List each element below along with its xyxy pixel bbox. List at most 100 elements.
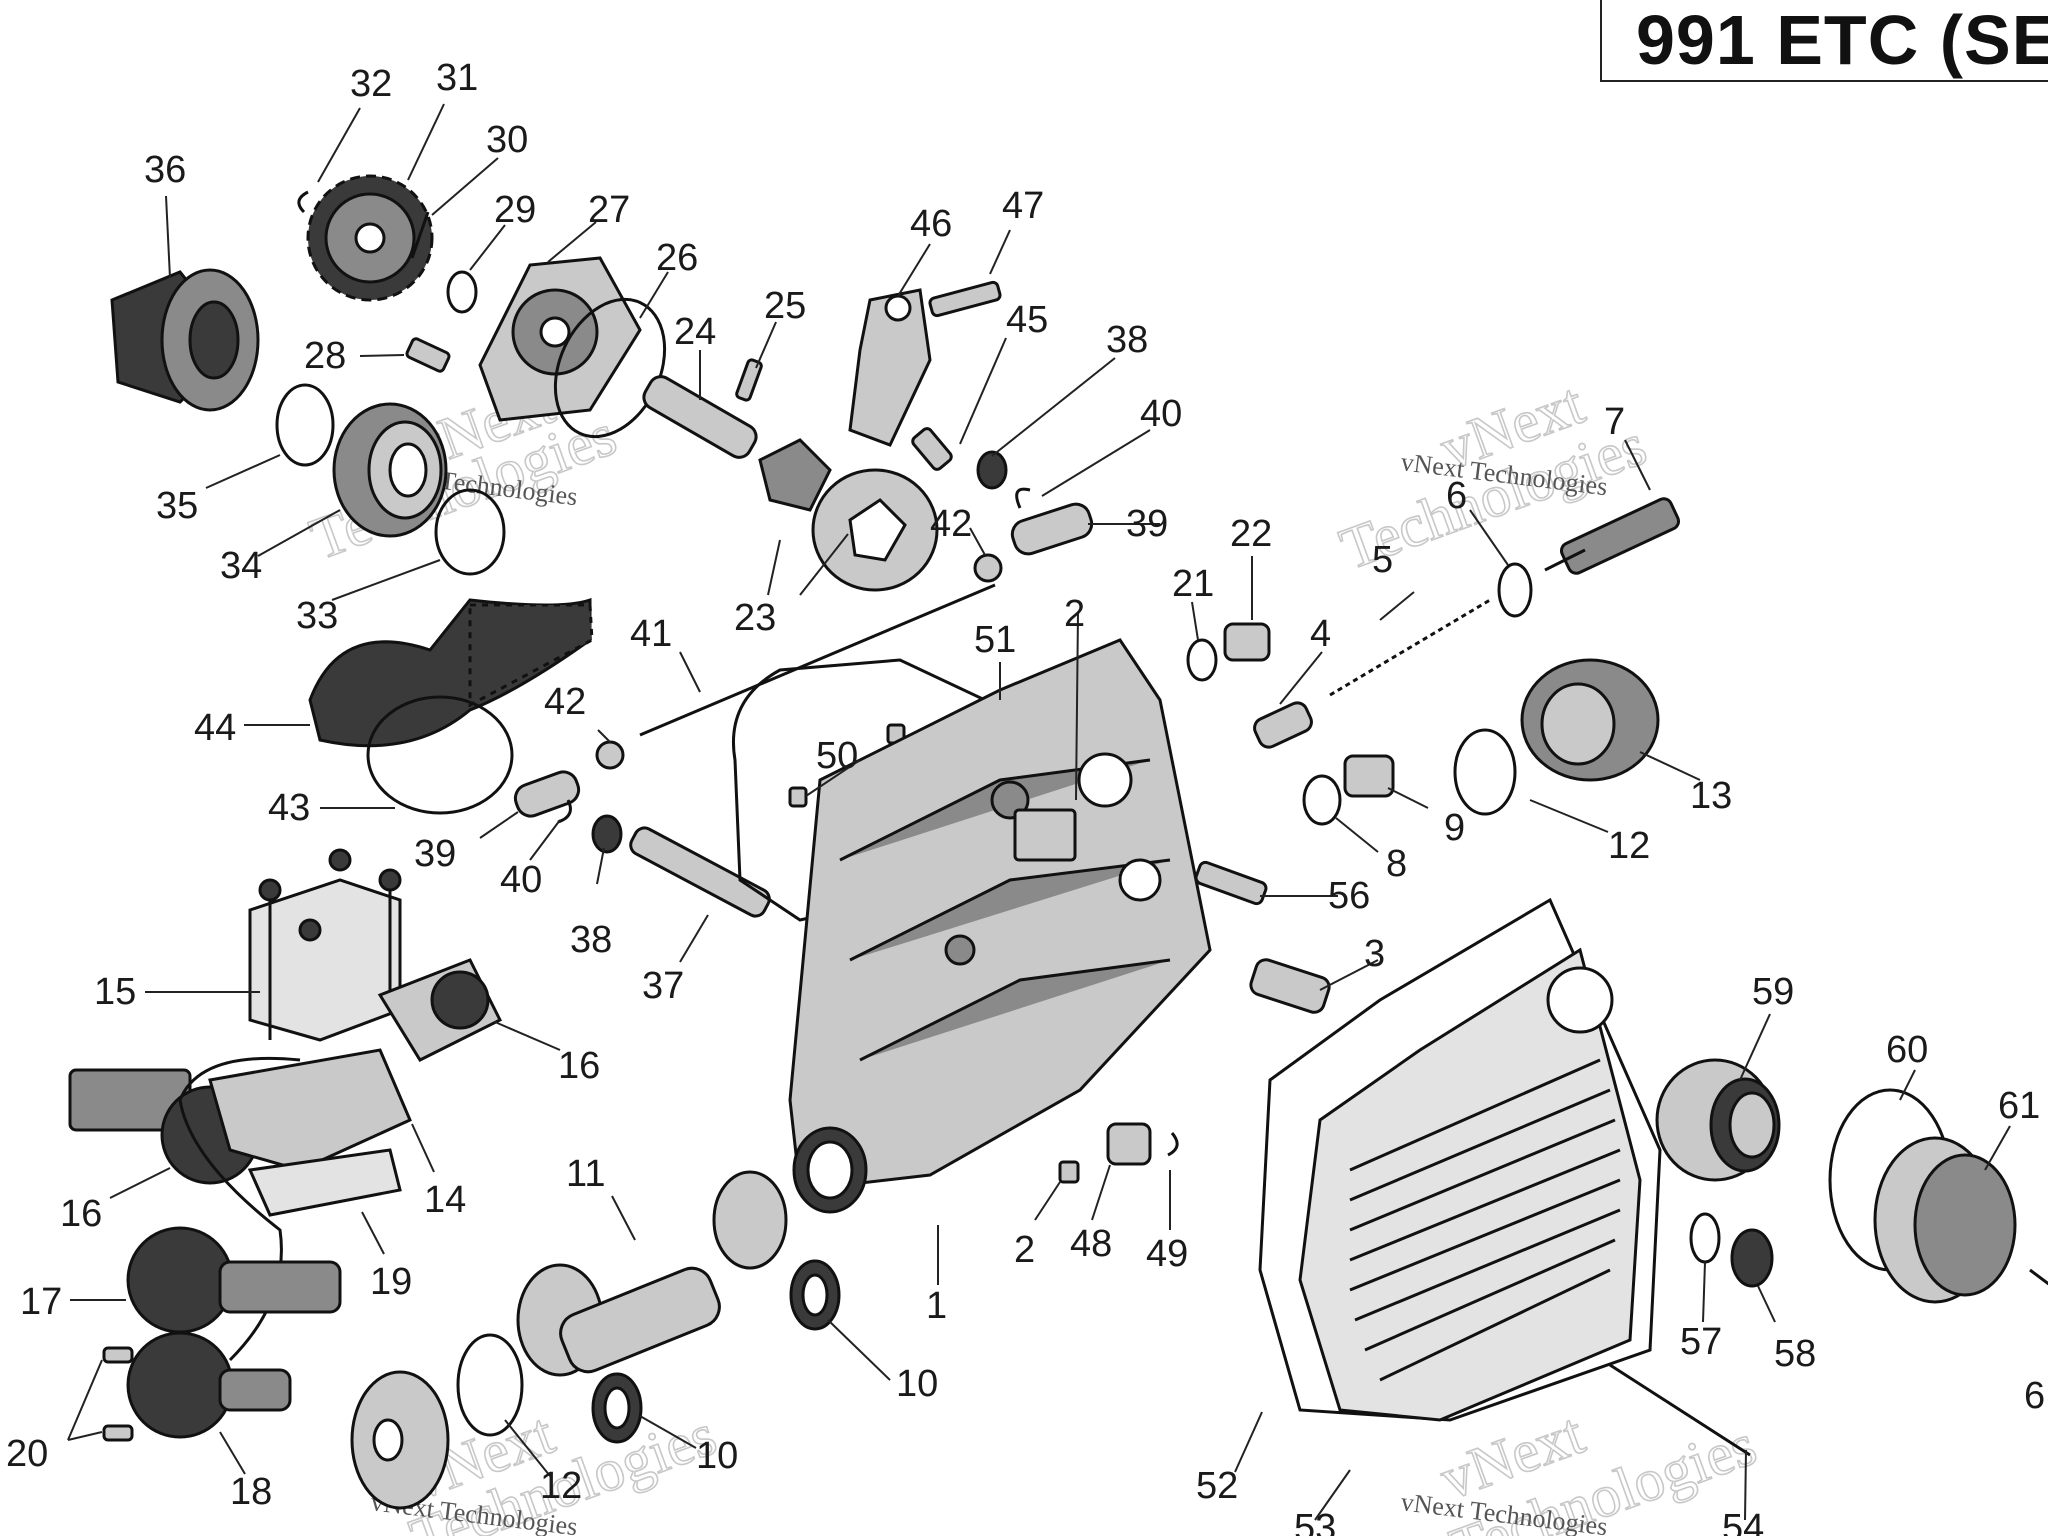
watermark-bottom-right: vNext Technologies vNext Technologies	[1399, 1399, 1765, 1536]
part-plug	[1343, 754, 1395, 798]
part-bolt	[928, 280, 1002, 318]
leader-lines	[67, 103, 2011, 1521]
part-nut	[595, 740, 625, 770]
part-seal-small	[591, 814, 623, 854]
part-circlip	[275, 383, 335, 467]
callout-label: 1	[926, 1285, 947, 1327]
part-dowel	[788, 786, 808, 808]
callout-label: 40	[1140, 393, 1182, 435]
part-washer	[1302, 774, 1342, 826]
callout-label: 16	[60, 1193, 102, 1235]
part-shaft	[642, 375, 758, 459]
part-valve-body	[788, 638, 1212, 1214]
part-screw	[405, 337, 451, 373]
part-fitting	[1010, 502, 1094, 556]
callout-label: 9	[1444, 807, 1465, 849]
callout-label: 29	[494, 189, 536, 231]
callout-label: 40	[500, 859, 542, 901]
callout-label: 10	[696, 1435, 738, 1477]
part-lever	[848, 288, 932, 447]
callout-label: 2	[1014, 1229, 1035, 1271]
parts-layer	[68, 174, 2048, 1510]
part-boot	[308, 597, 594, 748]
callout-label: 48	[1070, 1223, 1112, 1265]
part-filter-cap	[1873, 1136, 2017, 1304]
part-solenoid-upper	[377, 958, 503, 1062]
callout-label: 28	[304, 335, 346, 377]
callout-label: 31	[436, 57, 478, 99]
part-edge-pin	[2029, 1268, 2048, 1286]
part-screw	[102, 1346, 134, 1364]
part-fitting	[513, 770, 581, 818]
part-plate	[247, 1148, 402, 1217]
callout-label: 36	[144, 149, 186, 191]
callout-label: 26	[656, 237, 698, 279]
callout-label: 45	[1006, 299, 1048, 341]
part-drain-plug	[1730, 1228, 1774, 1288]
callout-label: 15	[94, 971, 136, 1013]
part-sleeve	[1013, 808, 1077, 862]
callout-label: 51	[974, 619, 1016, 661]
part-rod	[639, 583, 996, 737]
part-valve-block	[208, 1048, 412, 1172]
callout-label: 27	[588, 189, 630, 231]
part-seal-small	[976, 450, 1008, 490]
part-spool	[516, 1170, 788, 1377]
callout-label: 6	[1446, 475, 1467, 517]
part-o-ring	[1453, 728, 1517, 816]
callout-label: 53	[1294, 1507, 1336, 1536]
part-washer	[1186, 638, 1218, 682]
part-dowel-pin	[735, 358, 763, 402]
callout-label: 60	[1886, 1029, 1928, 1071]
part-spacer	[1253, 701, 1313, 749]
callout-label: 46	[910, 203, 952, 245]
callout-label: 3	[1364, 933, 1385, 975]
part-seal	[434, 488, 506, 576]
callout-label: 14	[424, 1179, 466, 1221]
part-side-cover	[1298, 947, 1642, 1422]
callout-label: 22	[1230, 513, 1272, 555]
callout-label: 6	[2024, 1375, 2045, 1417]
part-screw	[102, 1424, 134, 1442]
part-solenoid-lower	[126, 1226, 342, 1334]
callout-label: 43	[268, 787, 310, 829]
part-bushing	[1106, 1122, 1152, 1166]
title-box: 991 ETC (SE	[1600, 0, 2048, 82]
callout-label: 58	[1774, 1333, 1816, 1375]
callout-label: 23	[734, 597, 776, 639]
part-solenoid-bottom	[126, 1331, 292, 1439]
callout-label: 4	[1310, 613, 1331, 655]
part-washer	[446, 270, 478, 314]
callout-label: 59	[1752, 971, 1794, 1013]
part-band	[366, 695, 514, 815]
callout-label: 8	[1386, 843, 1407, 885]
callout-label: 16	[558, 1045, 600, 1087]
callout-label: 34	[220, 545, 262, 587]
callout-label: 19	[370, 1261, 412, 1303]
part-dowel	[1058, 1160, 1080, 1184]
part-plug	[1223, 622, 1271, 662]
callout-label: 39	[414, 833, 456, 875]
callout-label: 20	[6, 1433, 48, 1475]
part-gear	[306, 174, 434, 302]
part-clip	[1167, 1132, 1179, 1157]
callout-label: 17	[20, 1281, 62, 1323]
callout-label: 39	[1126, 503, 1168, 545]
part-oil-filter	[1655, 1058, 1781, 1182]
callout-label: 42	[544, 681, 586, 723]
part-clip	[297, 190, 309, 214]
part-bolt	[1194, 860, 1268, 906]
part-pump-cover	[478, 256, 642, 422]
part-drum	[110, 268, 260, 412]
callout-label: 52	[1196, 1465, 1238, 1507]
part-clip	[1015, 487, 1031, 509]
callout-label: 41	[630, 613, 672, 655]
callout-label: 50	[816, 735, 858, 777]
callout-label: 37	[642, 965, 684, 1007]
part-bracket	[248, 848, 402, 1042]
part-plug-lower	[350, 1370, 450, 1510]
part-pin	[410, 211, 430, 259]
callout-label: 5	[1372, 539, 1393, 581]
part-bearing	[332, 402, 448, 538]
part-seal-hole	[603, 1386, 631, 1430]
